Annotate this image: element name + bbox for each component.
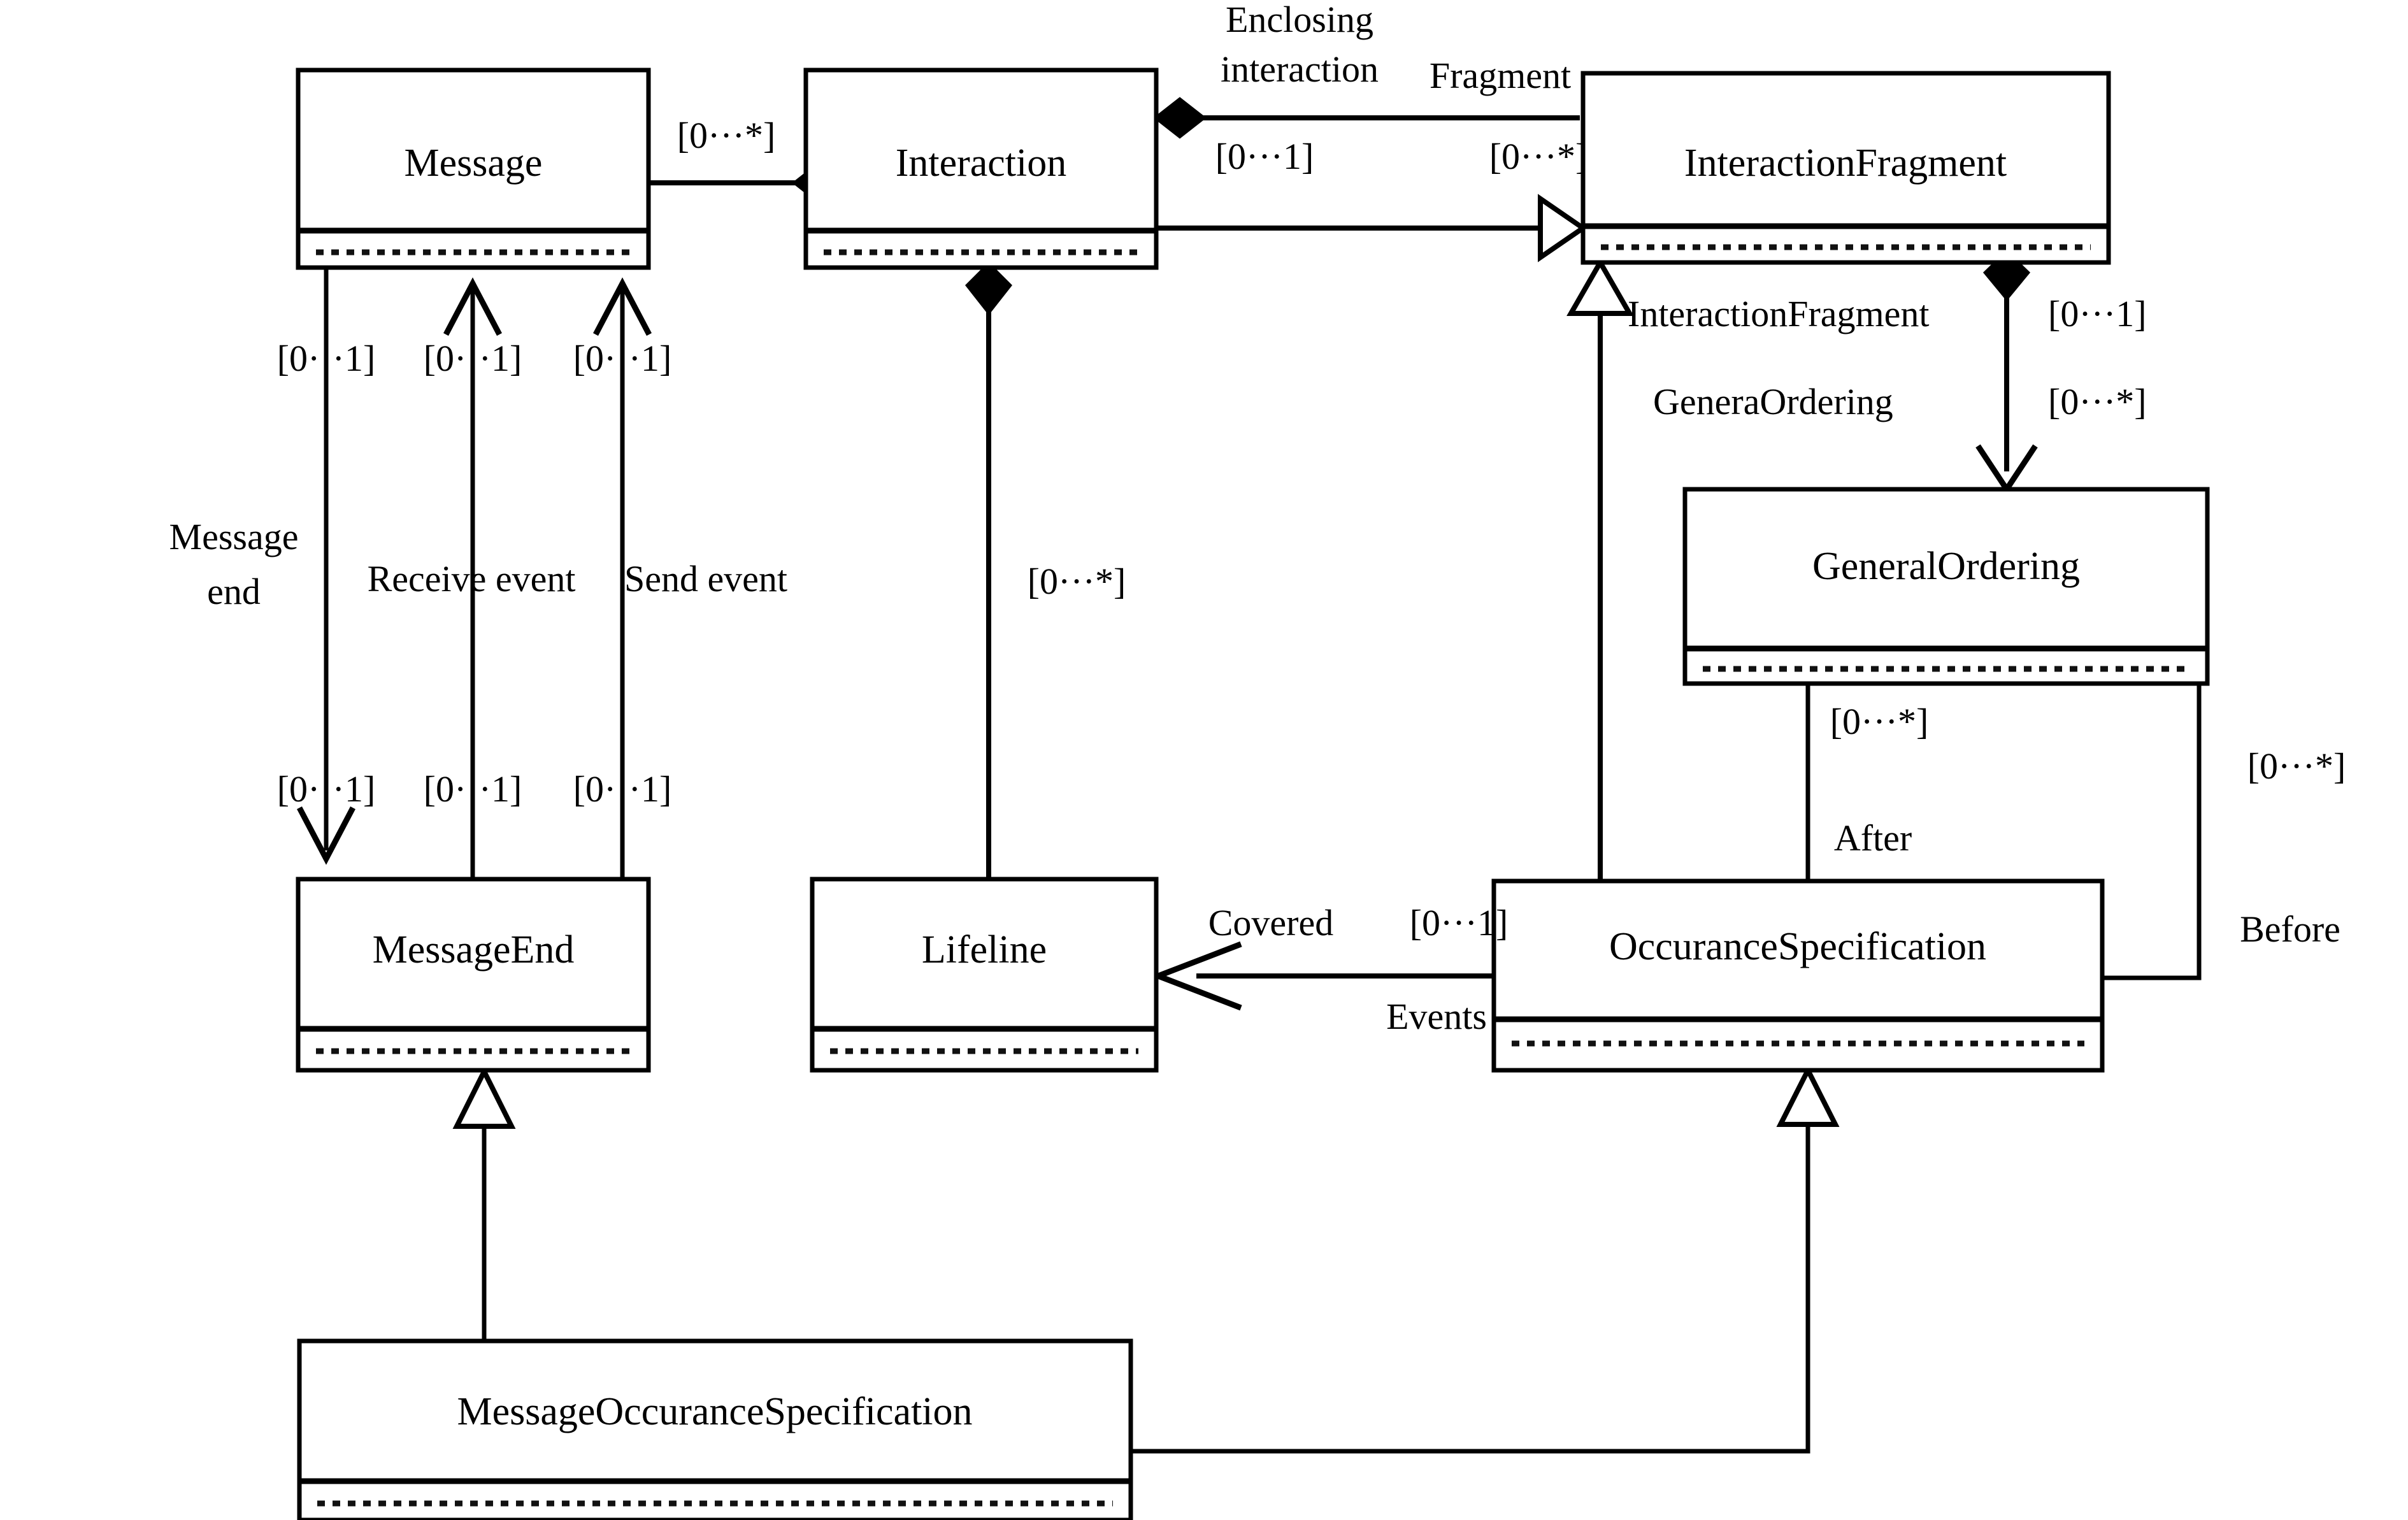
edge-msgoccspec-messageend[interactable] [452,1066,516,1341]
label-before: Before [2240,908,2340,950]
label-messageend-mult-bottom: [0···1] [277,768,376,810]
label-interactionfragment-mult: [0···1] [2048,293,2147,334]
label-interactionfragment-role: InteractionFragment [1628,293,1930,334]
edge-message-messageend[interactable] [297,268,355,865]
label-enclosing-mult: [0···1] [1215,136,1314,177]
label-fragment: Fragment [1430,55,1571,96]
class-box-interaction[interactable]: Interaction [803,68,1159,270]
edge-labels-layer: [0···*] Enclosing interaction Fragment [… [169,0,2346,1037]
edge-interaction-lifeline[interactable] [964,261,1013,879]
label-interaction-lifeline-mult: [0···*] [1028,561,1126,602]
edge-interaction-generalization[interactable] [1156,194,1588,262]
edge-generalordering-before[interactable] [2102,684,2202,980]
class-box-lifeline[interactable]: Lifeline [810,877,1159,1073]
edge-messageend-send-event[interactable] [593,277,652,879]
class-name-interaction: Interaction [896,141,1067,185]
label-enclosing-line2: interaction [1221,48,1379,90]
label-messageend-mult-top: [0···1] [277,338,376,379]
label-receiveevent-mult-top: [0···1] [424,338,522,379]
label-send-event: Send event [624,558,787,599]
class-box-message[interactable]: Message [296,68,651,270]
class-name-occurancespecification: OccuranceSpecification [1609,925,1986,968]
edge-intfragment-generalordering[interactable] [1975,249,2038,495]
class-box-interactionfragment[interactable]: InteractionFragment [1580,71,2111,265]
class-name-messageoccurancespecification: MessageOccuranceSpecification [457,1390,972,1433]
class-name-messageend: MessageEnd [373,928,575,972]
class-name-lifeline: Lifeline [922,928,1047,972]
label-after-mult: [0···*] [1830,701,1929,742]
label-generaordering-role: GeneraOrdering [1653,381,1893,422]
class-name-generalordering: GeneralOrdering [1812,545,2080,588]
label-covered: Covered [1208,902,1334,943]
label-message-interaction-mult: [0···*] [677,115,776,156]
class-box-generalordering[interactable]: GeneralOrdering [1682,487,2210,686]
class-box-messageend[interactable]: MessageEnd [296,877,651,1073]
label-message-end-line2: end [207,571,261,612]
edge-messageend-receive-event[interactable] [443,277,502,879]
label-receiveevent-mult-bottom: [0···1] [424,768,522,810]
edge-occurancespec-generalization[interactable] [1566,257,1634,881]
class-name-interactionfragment: InteractionFragment [1684,141,2007,185]
label-receive-event: Receive event [368,558,576,599]
label-sendevent-mult-bottom: [0···1] [573,768,672,810]
label-generaordering-mult: [0···*] [2048,381,2147,422]
label-before-mult: [0···*] [2247,745,2346,787]
label-fragment-mult: [0···*] [1489,136,1588,177]
class-boxes-layer: Message Interaction InteractionFragment … [296,68,2210,1520]
label-after: After [1834,817,1912,859]
edge-interaction-enclosing-fragment[interactable] [1153,97,1580,139]
class-box-messageoccurancespecification[interactable]: MessageOccuranceSpecification [297,1338,1133,1520]
label-events: Events [1386,996,1487,1037]
class-box-occurancespecification[interactable]: OccuranceSpecification [1491,878,2105,1073]
label-enclosing-line1: Enclosing [1226,0,1373,40]
class-name-message: Message [405,141,543,185]
label-covered-mult: [0···1] [1410,902,1509,943]
label-message-end-line1: Message [169,516,299,557]
edge-msgoccspec-occurancespec[interactable] [1131,1065,1840,1454]
label-sendevent-mult-top: [0···1] [573,338,672,379]
